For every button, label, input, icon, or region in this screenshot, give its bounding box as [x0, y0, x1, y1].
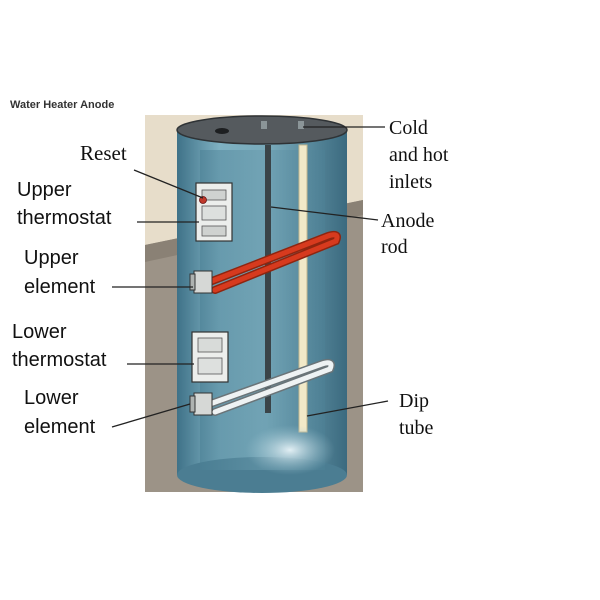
top-port [215, 128, 229, 134]
label-anode-line2: rod [381, 236, 408, 258]
reset-leader [133, 169, 204, 199]
reset-button [199, 196, 207, 204]
label-dip-tube-line1: Dip [399, 390, 429, 412]
label-inlets-line2: and hot [389, 144, 449, 166]
upper-thermostat [195, 182, 233, 242]
lower-element-leader [111, 403, 191, 428]
label-upper-thermostat-line2: thermostat [17, 207, 112, 229]
dip-tube [298, 144, 308, 433]
label-reset: Reset [80, 141, 127, 165]
tank-top-rim [176, 115, 348, 145]
label-lower-thermostat-line2: thermostat [12, 349, 107, 371]
tank-top [177, 116, 347, 144]
label-upper-element-line2: element [24, 276, 96, 298]
label-upper-element-line1: Upper [24, 247, 79, 269]
label-inlets-line3: inlets [389, 171, 433, 193]
label-lower-element-line2: element [24, 416, 96, 438]
label-dip-tube-line2: tube [399, 417, 434, 439]
page-title: Water Heater Anode [10, 99, 115, 111]
lower-element [189, 358, 335, 416]
label-upper-thermostat-line1: Upper [17, 179, 72, 201]
label-inlets-line1: Cold [389, 117, 428, 139]
dip-tube-leader [306, 400, 389, 417]
anode-leader [270, 206, 379, 221]
cold-inlet [261, 121, 267, 129]
hot-inlet [298, 121, 304, 129]
label-lower-thermostat-line1: Lower [12, 321, 67, 343]
label-lower-element-line1: Lower [24, 387, 79, 409]
lower-thermostat [191, 331, 229, 383]
upper-element [189, 230, 341, 294]
leader-lines [111, 126, 389, 428]
anode-rod [265, 145, 271, 413]
sediment-cloud [245, 425, 335, 475]
label-anode-line1: Anode [381, 210, 435, 232]
